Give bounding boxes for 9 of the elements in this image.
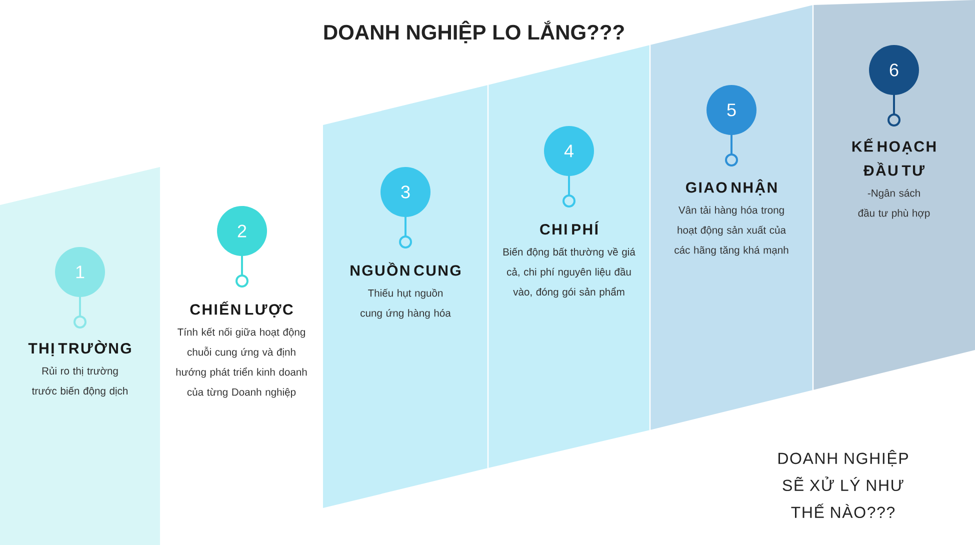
step-text: CHIẾN LƯỢC Tính kết nối giữa hoạt động chuỗi cung ứng và định hướng phát triển kinh doanh của từng Doanh nghiệp — [176, 301, 307, 398]
number-pin: 4 — [544, 126, 594, 208]
question-text: DOANH NGHIỆP SẼ XỬ LÝ NHƯ THẾ NÀO??? — [778, 450, 908, 518]
number-pin: 3 — [380, 167, 430, 248]
number-pin: 2 — [217, 206, 267, 288]
number-pin: 5 — [706, 85, 756, 166]
title: DOANH NGHIỆP LO LẮNG??? — [324, 20, 624, 44]
number-pin: 1 — [55, 247, 105, 328]
number-pin: 6 — [869, 45, 919, 126]
